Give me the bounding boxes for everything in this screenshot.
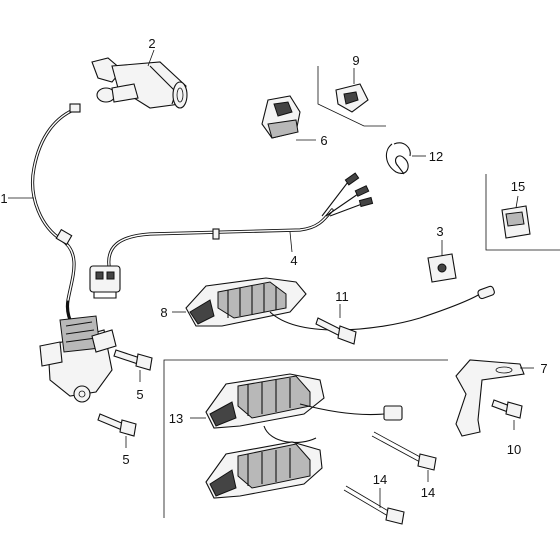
callout-1: 1 (0, 191, 7, 206)
grommet-15 (501, 205, 531, 239)
group-frame-13 (163, 359, 448, 518)
leader-lines (8, 49, 534, 508)
bolt-14-right (371, 431, 437, 471)
callout-6: 6 (320, 133, 327, 148)
callout-14-right: 14 (421, 485, 435, 500)
ignition-coil-upper (185, 277, 495, 331)
spark-plug-cap (91, 57, 188, 109)
ignition-coil-13 (205, 373, 403, 443)
ignition-coil-left (39, 315, 117, 403)
rubber-mount-3 (427, 253, 457, 283)
callout-15: 15 (511, 179, 525, 194)
bolt-5-upper (113, 349, 153, 371)
callout-9: 9 (352, 53, 359, 68)
callout-10: 10 (507, 442, 521, 457)
ignition-coil-lower (205, 441, 323, 499)
bolt-11 (315, 317, 357, 345)
bracket-7 (455, 359, 525, 437)
callout-11: 11 (335, 289, 349, 304)
callout-3: 3 (436, 224, 443, 239)
group-bracket-9 (317, 66, 386, 127)
bolt-10 (491, 399, 523, 419)
callout-2: 2 (148, 36, 155, 51)
bolt-5-lower (97, 413, 137, 437)
group-bracket-15 (485, 174, 560, 251)
clip-9 (335, 83, 369, 113)
callout-12: 12 (429, 149, 443, 164)
bolt-14-left (343, 485, 405, 525)
callout-14-left: 14 (373, 472, 387, 487)
callout-8: 8 (160, 305, 167, 320)
wire-harness (89, 172, 374, 299)
callout-5-lower: 5 (122, 452, 129, 467)
callout-5-upper: 5 (136, 387, 143, 402)
wire-clip-12 (385, 142, 411, 175)
callout-13: 13 (169, 411, 183, 426)
callout-7: 7 (540, 361, 547, 376)
clamp-6 (261, 95, 301, 139)
callout-4: 4 (290, 253, 297, 268)
ignition-cable (31, 103, 81, 328)
